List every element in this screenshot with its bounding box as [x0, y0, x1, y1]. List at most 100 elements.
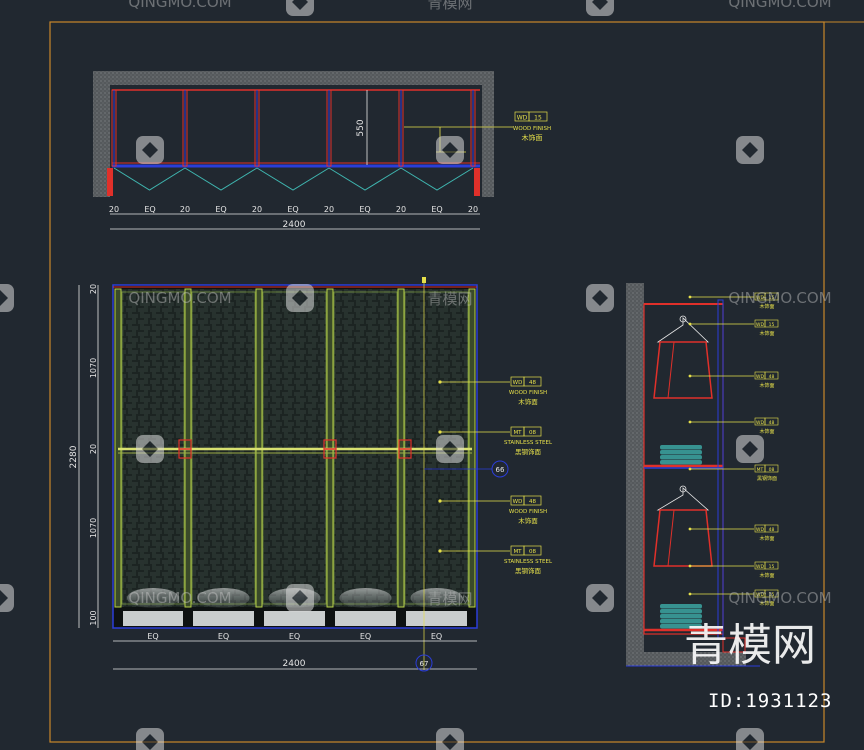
- section-toe-kick: [722, 637, 746, 653]
- plan-dim-seg-4: 20: [252, 205, 262, 214]
- plan-dim-seg-3: EQ: [215, 205, 226, 214]
- section-mark-67: [415, 654, 433, 672]
- elev-callout-cn-3: 黑钢饰面: [515, 566, 542, 575]
- sec-callout-box-b-6: [764, 561, 779, 570]
- plan-fold-2: [256, 167, 330, 191]
- sec-callout-cn-0: 木饰面: [759, 303, 774, 310]
- elev-callout-cn-1: 黑钢饰面: [515, 447, 542, 456]
- watermark-logo-mark: [142, 734, 158, 750]
- sec-callout-cn-7: 木饰面: [759, 600, 774, 607]
- hanger-bottom-hook: [679, 485, 687, 493]
- watermark-cn: 青模网: [427, 290, 472, 308]
- elev-callout-cn-0: 木饰面: [518, 397, 538, 406]
- plan-end-right: [474, 168, 480, 196]
- elev-callout-box-b-1: [523, 426, 542, 437]
- elev-light-glow-1: [197, 588, 250, 608]
- folded-clothes-bottom: [660, 604, 702, 629]
- sec-callout-dot-0: [688, 295, 692, 299]
- elev-callout-en-1: STAINLESS STEEL: [504, 440, 553, 446]
- sec-callout-code-2: WD: [756, 374, 764, 380]
- sec-callout-dot-1: [688, 322, 692, 326]
- elev-callout-dot-0: [438, 380, 442, 384]
- sec-callout-box-b-2: [764, 371, 779, 380]
- watermark-logo-mark: [142, 441, 158, 457]
- elev-base-4: [406, 611, 467, 626]
- sec-callout-cn-4: 黑钢饰面: [757, 475, 777, 482]
- elevation-width-dim: 2400: [283, 659, 306, 669]
- elev-base-3: [335, 611, 396, 626]
- plan-callout-box-b: [528, 111, 548, 122]
- plan-callout-en: WOOD FINISH: [513, 126, 551, 132]
- sec-callout-code-1: WD: [756, 322, 764, 328]
- folded-clothes-middle: [660, 445, 702, 465]
- sec-callout-dot-2: [688, 374, 692, 378]
- watermark-logo-mark: [292, 0, 308, 10]
- hanger-top: [656, 317, 709, 343]
- elev-callout-en-0: WOOD FINISH: [509, 390, 547, 396]
- sec-callout-box-b-7: [764, 589, 779, 598]
- plan-callout-code: WD: [517, 115, 528, 122]
- plan-fold-1: [184, 167, 258, 191]
- sec-callout-dot-7: [688, 592, 692, 596]
- section-mark-67-label: 67: [420, 660, 429, 668]
- elev-vdim-0: 20: [89, 284, 98, 294]
- watermark-logo-icon: [586, 284, 614, 312]
- watermark-logo-mark: [442, 142, 458, 158]
- sec-callout-cn-2: 木饰面: [759, 382, 774, 389]
- elev-light-glow-3: [339, 588, 392, 608]
- watermark-cn: 青模网: [427, 590, 472, 608]
- watermark-logo-mark: [742, 734, 758, 750]
- brand-logo: 青模网: [684, 620, 816, 671]
- sec-callout-code-4: MT: [757, 467, 764, 473]
- elev-callout-cn-2: 木饰面: [518, 516, 538, 525]
- hanger-top-hook: [679, 315, 687, 323]
- plan-dim-seg-8: 20: [396, 205, 406, 214]
- sec-callout-code-5: WD: [756, 527, 764, 533]
- plan-interior: [110, 85, 482, 197]
- watermark-logo-icon: [286, 0, 314, 16]
- sec-callout-code-3: WD: [756, 420, 764, 426]
- elev-vdim-2: 20: [89, 444, 98, 454]
- sec-callout-num-4: 08: [769, 467, 775, 473]
- watermark-logo-icon: [736, 136, 764, 164]
- plan-door-swing: [113, 167, 474, 191]
- elev-bdim-2: EQ: [289, 632, 300, 641]
- elev-bdim-3: EQ: [360, 632, 371, 641]
- elev-light-glow-0: [127, 588, 179, 608]
- watermark-logo-mark: [442, 734, 458, 750]
- sec-callout-box-b-1: [764, 319, 779, 328]
- elev-light-glow-4: [410, 588, 463, 608]
- sec-callout-num-3: 48: [769, 420, 775, 426]
- garment-top: [653, 341, 713, 399]
- sec-callout-num-0: 15: [769, 295, 775, 301]
- sec-callout-dot-4: [688, 467, 692, 471]
- watermark-logo-icon: [0, 284, 14, 312]
- brand-logo-text: 青模网: [684, 620, 816, 671]
- elev-callout-en-3: STAINLESS STEEL: [504, 559, 553, 565]
- elev-bdim-0: EQ: [147, 632, 158, 641]
- plan-fold-0: [113, 167, 186, 191]
- sec-callout-box-b-5: [764, 524, 779, 533]
- image-id-label: ID:1931123: [708, 690, 833, 712]
- sec-callout-box-b-4: [764, 464, 779, 473]
- sec-callout-num-5: 48: [769, 527, 775, 533]
- plan-fold-3: [328, 167, 402, 191]
- sec-callout-dot-5: [688, 527, 692, 531]
- elev-callout-dot-1: [438, 430, 442, 434]
- watermark-logo-icon: [136, 728, 164, 750]
- watermark-text: QINGMO.COM: [728, 0, 831, 11]
- folded-bot-1: [660, 619, 702, 624]
- folded-mid-3: [660, 445, 702, 450]
- watermark-logo-icon: [736, 435, 764, 463]
- plan-dim-seg-9: EQ: [431, 205, 442, 214]
- sec-callout-cn-3: 木饰面: [759, 428, 774, 435]
- plan-dim-seg-1: EQ: [144, 205, 155, 214]
- elevation-height-dim: 2280: [69, 445, 79, 468]
- sec-callout-num-6: 15: [769, 564, 775, 570]
- elev-callout-num-0: 48: [529, 380, 536, 386]
